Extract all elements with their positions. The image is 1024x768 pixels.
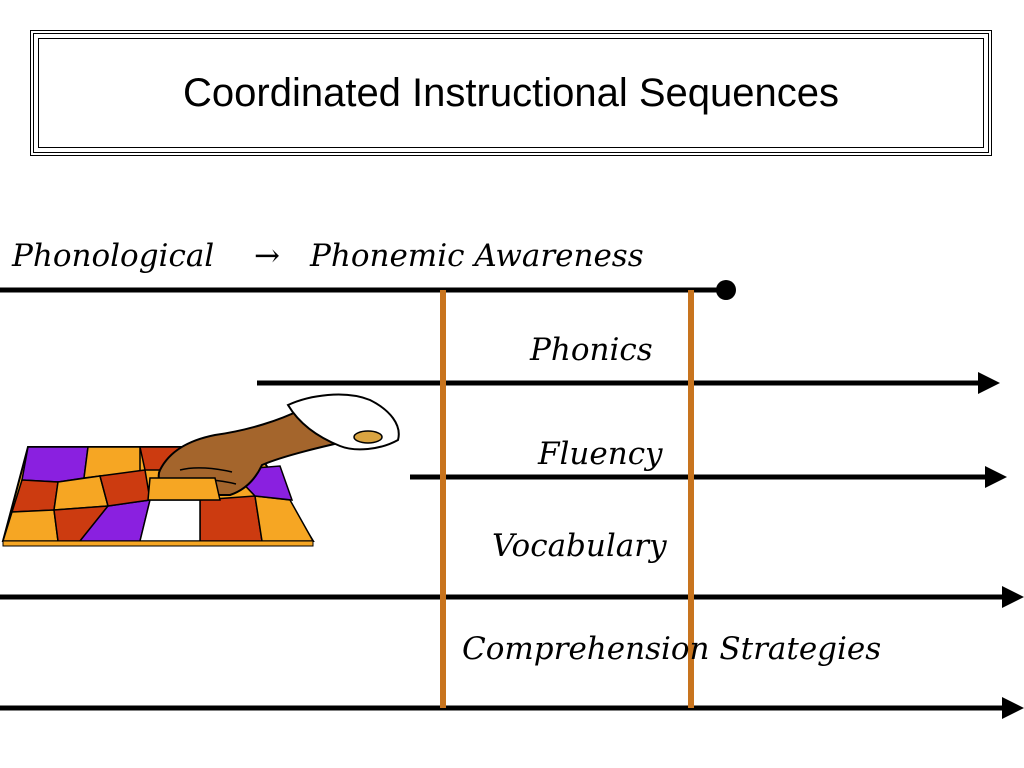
label-comprehension: Comprehension Strategies — [462, 631, 882, 667]
slide-title: Coordinated Instructional Sequences — [183, 70, 839, 115]
label-phonics: Phonics — [530, 332, 653, 368]
phonemic-awareness-end-dot — [716, 280, 736, 300]
fluency-arrowhead — [985, 466, 1007, 488]
title-box: Coordinated Instructional Sequences — [30, 30, 992, 156]
puzzle-hand-illustration — [1, 393, 400, 547]
phonics-arrowhead — [978, 372, 1000, 394]
label-phonological: Phonological — [12, 238, 215, 274]
comprehension-arrowhead — [1002, 697, 1024, 719]
label-arrow-glyph: → — [254, 238, 280, 274]
label-vocabulary: Vocabulary — [492, 528, 667, 564]
label-fluency: Fluency — [538, 436, 663, 472]
vocabulary-arrowhead — [1002, 586, 1024, 608]
label-phonemic-awareness: Phonemic Awareness — [310, 238, 644, 274]
